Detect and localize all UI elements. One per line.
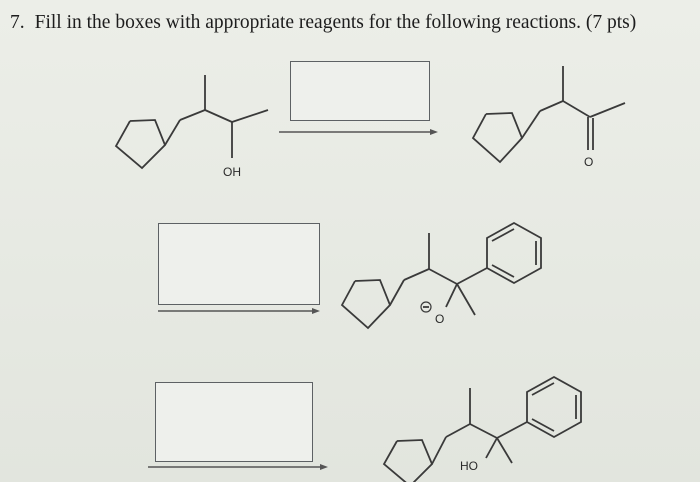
question-text: Fill in the boxes with appropriate reage… <box>34 12 637 33</box>
reagent-box-2[interactable] <box>158 223 320 305</box>
question-number: 7. <box>10 12 25 33</box>
reagent-box-1[interactable] <box>290 61 430 121</box>
question-prompt: 7. Fill in the boxes with appropriate rea… <box>10 12 636 34</box>
reagent-box-3[interactable] <box>155 382 313 462</box>
alkoxide-oxygen-label: O <box>435 312 444 326</box>
hydroxyl-label-3: HO <box>460 459 478 473</box>
hydroxyl-label: OH <box>223 165 241 179</box>
carbonyl-oxygen-label: O <box>584 155 593 169</box>
